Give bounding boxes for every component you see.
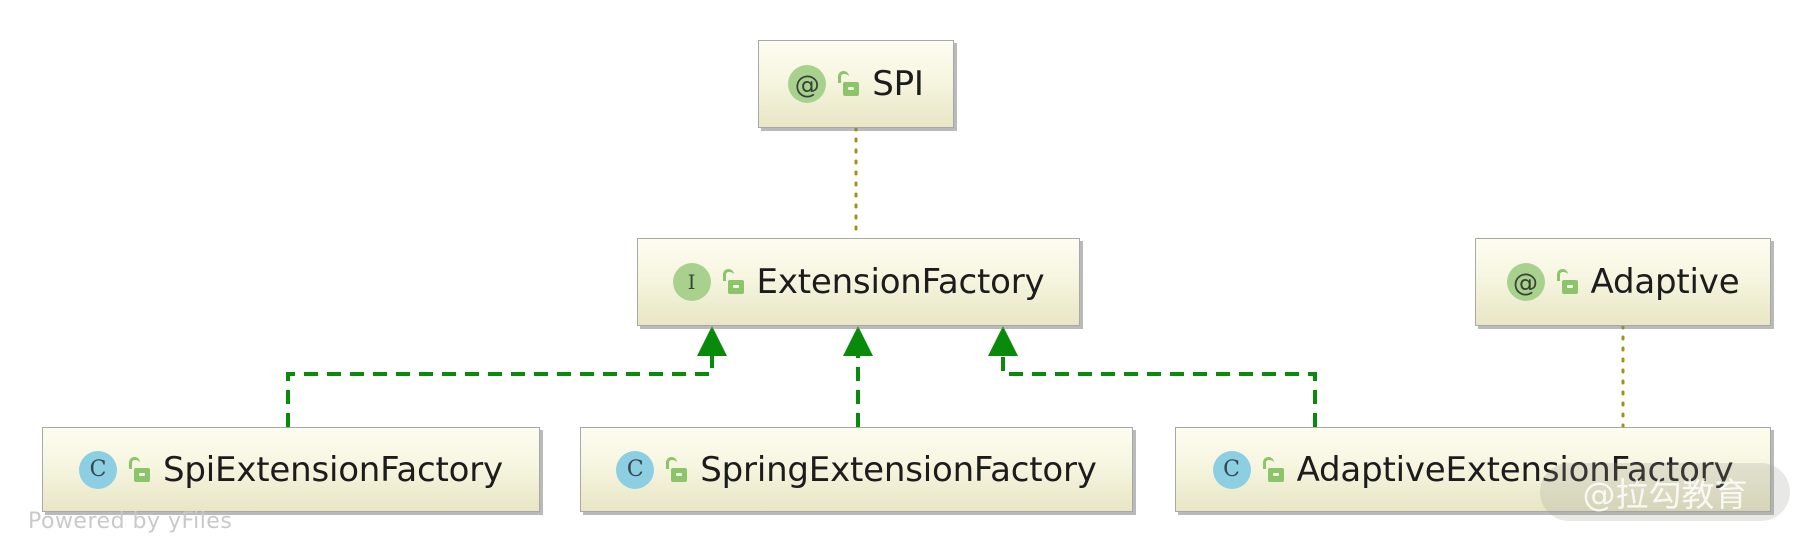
class-badge-icon: C	[79, 450, 118, 489]
uml-node-spring-extension-factory[interactable]: C SpringExtensionFactory	[580, 427, 1133, 512]
class-badge-icon: C	[1212, 450, 1251, 489]
unlocked-padlock-icon	[129, 456, 151, 483]
edge-adaptiveextensionfactory-extensionfactory	[988, 326, 1317, 427]
edge-springextensionfactory-extensionfactory	[843, 326, 873, 427]
uml-node-label: SPI	[872, 64, 924, 104]
uml-node-spi-extension-factory[interactable]: C SpiExtensionFactory	[42, 427, 540, 512]
uml-node-label: SpringExtensionFactory	[700, 449, 1097, 490]
edge-spiextensionfactory-extensionfactory	[286, 326, 727, 427]
unlocked-padlock-icon	[838, 71, 860, 97]
class-badge-icon: C	[616, 450, 655, 489]
uml-node-label: SpiExtensionFactory	[163, 449, 503, 490]
interface-badge-icon: I	[672, 263, 711, 301]
yfiles-credit: Powered by yFiles	[28, 509, 233, 534]
uml-node-label: ExtensionFactory	[756, 262, 1045, 302]
unlocked-padlock-icon	[1556, 269, 1579, 295]
uml-node-extension-factory[interactable]: I ExtensionFactory	[637, 238, 1080, 326]
uml-node-adaptive-extension-factory[interactable]: C AdaptiveExtensionFactory	[1175, 427, 1771, 512]
annotation-badge-icon: @	[788, 65, 827, 103]
uml-node-adaptive[interactable]: @ Adaptive	[1475, 238, 1771, 326]
unlocked-padlock-icon	[666, 456, 688, 483]
annotation-badge-icon: @	[1506, 263, 1545, 301]
unlocked-padlock-icon	[1262, 456, 1285, 483]
uml-node-label: AdaptiveExtensionFactory	[1296, 449, 1734, 490]
uml-node-spi[interactable]: @ SPI	[758, 40, 954, 128]
watermark: @拉勾教育	[1540, 463, 1790, 521]
unlocked-padlock-icon	[722, 269, 745, 295]
uml-node-label: Adaptive	[1590, 262, 1740, 302]
